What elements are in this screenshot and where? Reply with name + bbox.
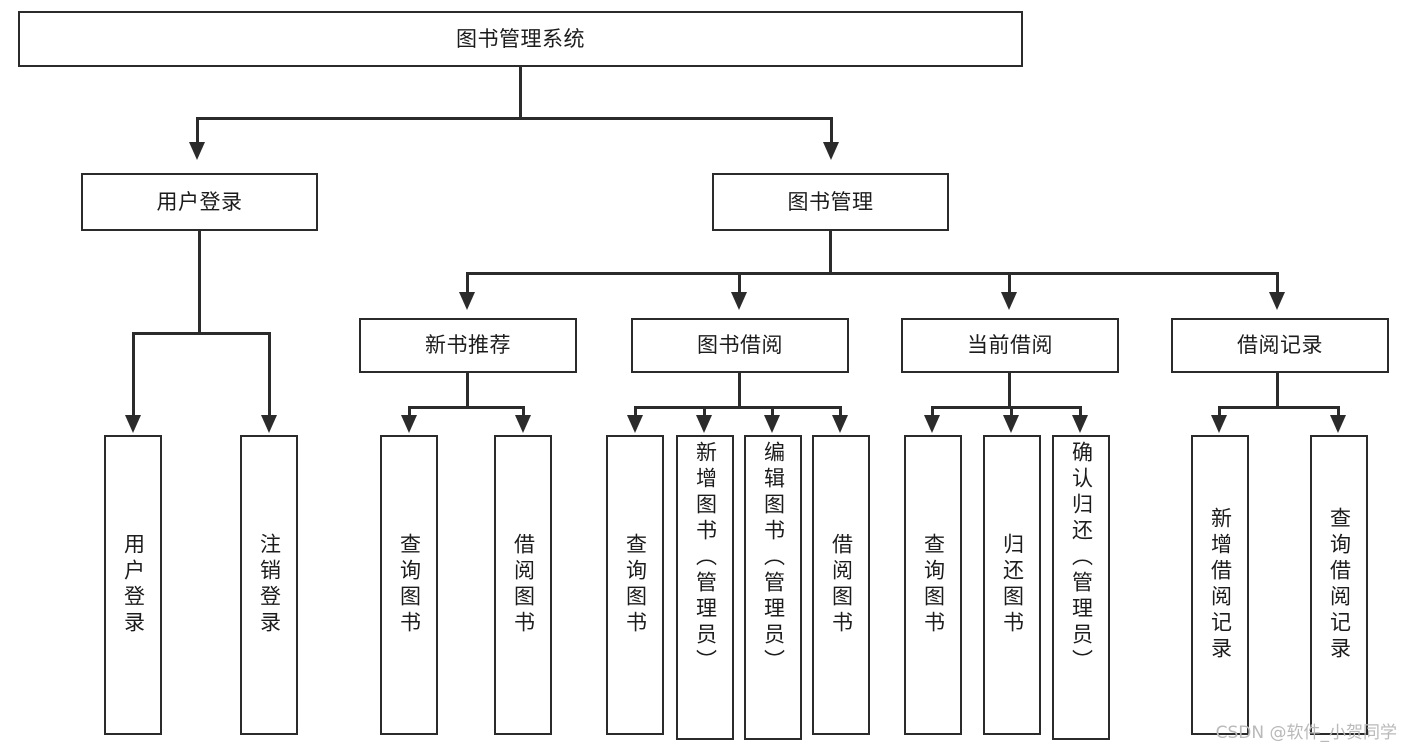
arrowhead-leaf-query-record xyxy=(1330,415,1346,433)
connector-root-bar xyxy=(196,117,833,120)
connector-cb-to-leaf-1 xyxy=(931,406,934,418)
arrowhead-book-management xyxy=(823,142,839,160)
arrowhead-user-login xyxy=(189,142,205,160)
arrowhead-leaf-logout-login xyxy=(261,415,277,433)
arrowhead-leaf-borrow-book-2 xyxy=(832,415,848,433)
connector-br-to-leaf-2 xyxy=(1337,406,1340,418)
connector-bm-to-borrow-record xyxy=(1276,272,1279,294)
arrowhead-leaf-confirm-return xyxy=(1072,415,1088,433)
node-leaf-query-book-2-label: 查询图书 xyxy=(623,533,648,637)
node-book-management-label: 图书管理 xyxy=(787,189,874,214)
connector-bb-to-leaf-1 xyxy=(634,406,637,418)
node-leaf-edit-book-label: 编辑图书（管理员） xyxy=(761,441,786,675)
node-leaf-confirm-return-label: 确认归还（管理员） xyxy=(1069,441,1094,675)
node-book-borrow[interactable]: 图书借阅 xyxy=(631,318,849,373)
node-borrow-record-label: 借阅记录 xyxy=(1237,333,1323,358)
node-leaf-borrow-book-2-label: 借阅图书 xyxy=(829,533,854,637)
node-leaf-logout-login-label: 注销登录 xyxy=(257,533,282,637)
node-leaf-add-record[interactable]: 新增借阅记录 xyxy=(1191,435,1249,735)
connector-current-borrow-bar xyxy=(931,406,1081,409)
arrowhead-leaf-query-book-2 xyxy=(627,415,643,433)
node-root-label: 图书管理系统 xyxy=(456,26,585,51)
node-user-login[interactable]: 用户登录 xyxy=(81,173,318,231)
connector-new-book-to-leaf-1 xyxy=(408,406,411,418)
node-leaf-user-login-label: 用户登录 xyxy=(121,533,146,637)
connector-root-stem xyxy=(519,67,522,119)
node-leaf-borrow-book-2[interactable]: 借阅图书 xyxy=(812,435,870,735)
arrowhead-borrow-record xyxy=(1269,292,1285,310)
connector-cb-to-leaf-3 xyxy=(1079,406,1082,418)
node-leaf-query-book-3-label: 查询图书 xyxy=(921,533,946,637)
connector-bm-to-new-book xyxy=(466,272,469,294)
arrowhead-leaf-add-book xyxy=(696,415,712,433)
watermark-text: CSDN @软件_小贺同学 xyxy=(1215,723,1397,743)
arrowhead-book-borrow xyxy=(731,292,747,310)
arrowhead-leaf-query-book-1 xyxy=(401,415,417,433)
connector-cb-to-leaf-2 xyxy=(1010,406,1013,418)
connector-user-login-to-leaf-2 xyxy=(268,332,271,418)
node-leaf-return-book-label: 归还图书 xyxy=(1000,533,1025,637)
connector-user-login-stem xyxy=(198,231,201,335)
node-leaf-query-book-1-label: 查询图书 xyxy=(397,533,422,637)
node-leaf-logout-login[interactable]: 注销登录 xyxy=(240,435,298,735)
connector-bb-to-leaf-4 xyxy=(839,406,842,418)
arrowhead-leaf-edit-book xyxy=(764,415,780,433)
arrowhead-leaf-return-book xyxy=(1003,415,1019,433)
connector-book-borrow-stem xyxy=(738,373,741,409)
connector-book-borrow-bar xyxy=(634,406,841,409)
node-leaf-borrow-book-1-label: 借阅图书 xyxy=(511,533,536,637)
node-new-book-recommend-label: 新书推荐 xyxy=(425,333,511,358)
node-leaf-user-login[interactable]: 用户登录 xyxy=(104,435,162,735)
node-leaf-confirm-return[interactable]: 确认归还（管理员） xyxy=(1052,435,1110,740)
node-leaf-add-book-label: 新增图书（管理员） xyxy=(693,441,718,675)
connector-root-to-book-management xyxy=(830,117,833,145)
node-new-book-recommend[interactable]: 新书推荐 xyxy=(359,318,577,373)
node-current-borrow[interactable]: 当前借阅 xyxy=(901,318,1119,373)
connector-bm-to-book-borrow xyxy=(738,272,741,294)
connector-user-login-to-leaf-1 xyxy=(132,332,135,418)
arrowhead-leaf-borrow-book-1 xyxy=(515,415,531,433)
connector-user-login-bar xyxy=(132,332,271,335)
connector-new-book-stem xyxy=(466,373,469,409)
node-leaf-query-book-1[interactable]: 查询图书 xyxy=(380,435,438,735)
node-leaf-query-record[interactable]: 查询借阅记录 xyxy=(1310,435,1368,735)
arrowhead-new-book-recommend xyxy=(459,292,475,310)
node-leaf-borrow-book-1[interactable]: 借阅图书 xyxy=(494,435,552,735)
node-leaf-query-record-label: 查询借阅记录 xyxy=(1327,507,1352,663)
connector-new-book-bar xyxy=(408,406,525,409)
connector-borrow-record-stem xyxy=(1276,373,1279,409)
connector-book-management-stem xyxy=(829,231,832,275)
node-leaf-query-book-2[interactable]: 查询图书 xyxy=(606,435,664,735)
node-leaf-edit-book[interactable]: 编辑图书（管理员） xyxy=(744,435,802,740)
connector-br-to-leaf-1 xyxy=(1218,406,1221,418)
node-leaf-add-record-label: 新增借阅记录 xyxy=(1208,507,1233,663)
connector-new-book-to-leaf-2 xyxy=(522,406,525,418)
connector-current-borrow-stem xyxy=(1008,373,1011,409)
node-leaf-add-book[interactable]: 新增图书（管理员） xyxy=(676,435,734,740)
arrowhead-current-borrow xyxy=(1001,292,1017,310)
node-leaf-query-book-3[interactable]: 查询图书 xyxy=(904,435,962,735)
connector-bb-to-leaf-2 xyxy=(703,406,706,418)
node-book-management[interactable]: 图书管理 xyxy=(712,173,949,231)
arrowhead-leaf-user-login xyxy=(125,415,141,433)
connector-root-to-user-login xyxy=(196,117,199,145)
node-root[interactable]: 图书管理系统 xyxy=(18,11,1023,67)
connector-book-management-bar xyxy=(466,272,1278,275)
node-book-borrow-label: 图书借阅 xyxy=(697,333,783,358)
node-current-borrow-label: 当前借阅 xyxy=(967,333,1053,358)
connector-borrow-record-bar xyxy=(1218,406,1340,409)
node-user-login-label: 用户登录 xyxy=(156,189,243,214)
arrowhead-leaf-add-record xyxy=(1211,415,1227,433)
node-leaf-return-book[interactable]: 归还图书 xyxy=(983,435,1041,735)
node-borrow-record[interactable]: 借阅记录 xyxy=(1171,318,1389,373)
connector-bm-to-current-borrow xyxy=(1008,272,1011,294)
connector-bb-to-leaf-3 xyxy=(771,406,774,418)
arrowhead-leaf-query-book-3 xyxy=(924,415,940,433)
